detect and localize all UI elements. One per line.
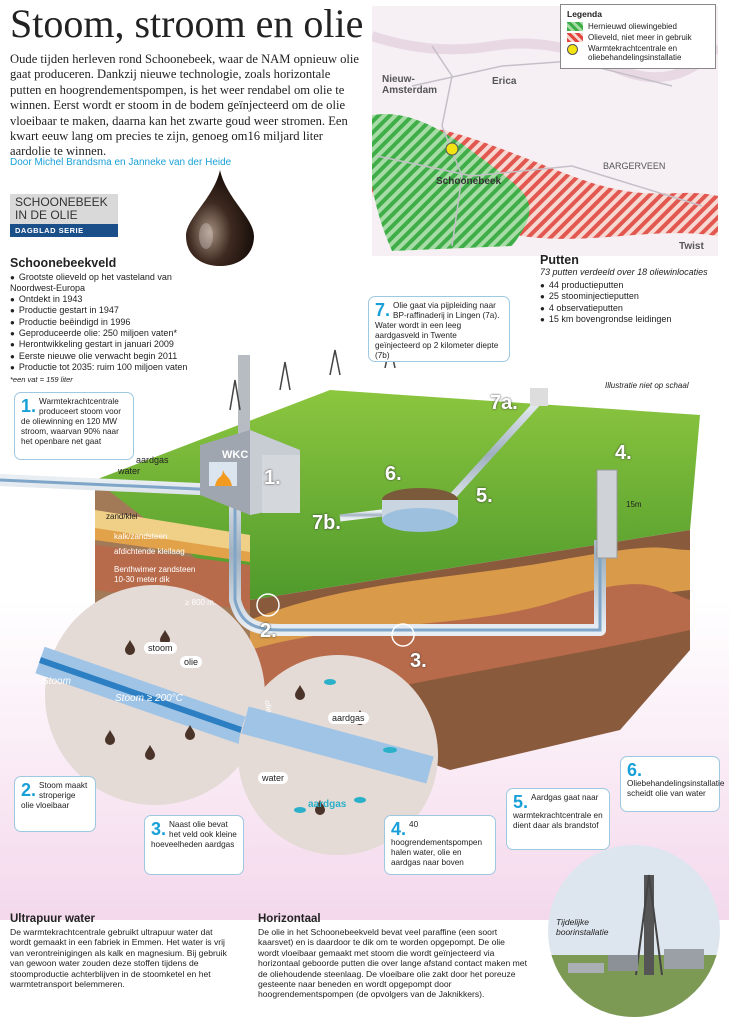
marker-2: 2. xyxy=(260,620,277,642)
page-title: Stoom, stroom en olie xyxy=(10,1,364,46)
map-legend: Legenda Hernieuwd oliewingebied Olieveld… xyxy=(560,4,716,69)
horizontaal-section: Horizontaal De olie in het Schoonebeekve… xyxy=(258,913,528,1000)
wells-title: Putten xyxy=(540,253,579,267)
label-depth: ≥ 800 m. xyxy=(185,598,217,607)
wells-item: 15 km bovengrondse leidingen xyxy=(540,314,725,325)
map-label-erica: Erica xyxy=(492,76,517,87)
marker-7a: 7a. xyxy=(490,392,518,414)
area-map xyxy=(372,6,718,256)
map-label-bargerveen: BARGERVEEN xyxy=(603,161,666,171)
callout-text: Warmtekrachtcentrale produceert stoom vo… xyxy=(21,397,121,446)
fact-item: Eerste nieuwe olie verwacht begin 2011 xyxy=(10,351,210,362)
legend-swatch-yellow xyxy=(567,44,578,55)
fact-item: Geproduceerde olie: 250 miljoen vaten* xyxy=(10,328,210,339)
ultrapuur-text: De warmtekrachtcentrale gebruikt ultrapu… xyxy=(10,927,227,990)
label-water2: water xyxy=(258,772,289,784)
legend-label: Olieveld, niet meer in gebruik xyxy=(588,33,692,42)
callout-text: Oliebehandelingsinstallatie scheidt olie… xyxy=(627,779,725,798)
legend-swatch-red xyxy=(567,33,583,42)
legend-item: Olieveld, niet meer in gebruik xyxy=(567,33,709,42)
ultrapuur-title: Ultrapuur water xyxy=(10,913,95,925)
map-label-nieuw-amsterdam: Nieuw-Amsterdam xyxy=(382,74,438,96)
field-title: Schoonebeekveld xyxy=(10,256,117,270)
callout-2: 2. Stoom maakt stroperige olie vloeibaar xyxy=(14,776,96,832)
fact-item: Grootste olieveld op het vasteland van N… xyxy=(10,272,210,294)
callout-num: 2. xyxy=(21,780,37,800)
horizontaal-title: Horizontaal xyxy=(258,913,321,925)
fact-item: Productie tot 2035: ruim 100 miljoen vat… xyxy=(10,362,210,373)
label-stoom-pipe: Stoom ≥ 200°C xyxy=(115,693,183,704)
wells-item: 44 productieputten xyxy=(540,280,725,291)
marker-7b: 7b. xyxy=(312,512,341,534)
field-note: *een vat = 159 liter xyxy=(10,374,73,384)
callout-text: Naast olie bevat het veld ook kleine hoe… xyxy=(151,820,237,849)
callout-num: 4. xyxy=(391,819,407,839)
callout-num: 7. xyxy=(375,300,391,320)
oil-drop-icon xyxy=(186,170,254,266)
wells-item: 25 stoominjectieputten xyxy=(540,291,725,302)
fact-item: Ontdekt in 1943 xyxy=(10,294,210,305)
wells-item: 4 observatieputten xyxy=(540,303,725,314)
ultrapuur-section: Ultrapuur water De warmtekrachtcentrale … xyxy=(10,913,230,989)
label-zand: zand/klei xyxy=(106,512,138,521)
marker-5: 5. xyxy=(476,485,493,507)
cross-section-diagram xyxy=(0,344,729,920)
callout-num: 6. xyxy=(627,760,643,780)
label-aardgas: aardgas xyxy=(136,455,169,465)
legend-label: Hernieuwd oliewingebied xyxy=(588,22,677,31)
series-badge: SCHOONEBEEK IN DE OLIE DAGBLAD SERIE xyxy=(10,194,118,237)
series-title: SCHOONEBEEK IN DE OLIE xyxy=(10,194,118,224)
label-klei: afdichtende kleilaag xyxy=(114,547,185,556)
legend-item: Hernieuwd oliewingebied xyxy=(567,22,709,31)
horizontaal-text: De olie in het Schoonebeekveld bevat vee… xyxy=(258,927,527,1000)
label-stoom-bubble: stoom xyxy=(144,642,177,654)
callout-7: 7. Olie gaat via pijpleiding naar BP-raf… xyxy=(368,296,510,362)
fact-item: Productie gestart in 1947 xyxy=(10,305,210,316)
scale-note: Illustratie niet op schaal xyxy=(605,381,689,390)
callout-4: 4. 40 hoogrendementspompen halen water, … xyxy=(384,815,496,875)
label-wkc: WKC xyxy=(222,449,249,461)
fact-item: Productie beëindigd in 1996 xyxy=(10,317,210,328)
map-label-schoonebeek: Schoonebeek xyxy=(436,176,502,187)
legend-label: Warmtekrachtcentrale en oliebehandelings… xyxy=(588,44,682,62)
callout-num: 1. xyxy=(21,396,37,416)
legend-item: Warmtekrachtcentrale en oliebehandelings… xyxy=(567,44,709,62)
callout-text: 40 hoogrendementspompen halen water, oli… xyxy=(391,820,483,867)
label-kalk: kalk/zandsteen xyxy=(114,532,168,541)
label-water: water xyxy=(118,466,141,476)
legend-title: Legenda xyxy=(567,9,602,19)
label-height: 15m xyxy=(626,500,642,509)
callout-num: 3. xyxy=(151,819,167,839)
label-olie2: olie xyxy=(262,699,274,714)
callout-3: 3. Naast olie bevat het veld ook kleine … xyxy=(144,815,244,875)
callout-text: Aardgas gaat naar warmtekrachtcentrale e… xyxy=(513,793,603,830)
callout-num: 5. xyxy=(513,792,529,812)
marker-4: 4. xyxy=(615,442,632,464)
callout-6: 6. Oliebehandelingsinstallatie scheidt o… xyxy=(620,756,724,812)
intro-text: Oude tijden herleven rond Schoonebeek, w… xyxy=(10,52,360,159)
wells-info: Putten 73 putten verdeeld over 18 oliewi… xyxy=(540,253,725,326)
legend-swatch-green xyxy=(567,22,583,31)
byline: Door Michel Brandsma en Janneke van der … xyxy=(10,157,232,168)
photo-caption: Tijdelijke boorinstallatie xyxy=(556,917,609,937)
marker-3: 3. xyxy=(410,650,427,672)
label-aardgas2: aardgas xyxy=(328,712,369,724)
field-facts: Schoonebeekveld Grootste olieveld op het… xyxy=(10,256,210,384)
label-aardgas3: aardgas xyxy=(308,799,347,810)
callout-5: 5. Aardgas gaat naar warmtekrachtcentral… xyxy=(506,788,610,850)
fact-item: Herontwikkeling gestart in januari 2009 xyxy=(10,339,210,350)
label-stoom-arrow: Stoom xyxy=(42,676,71,687)
wells-subtitle: 73 putten verdeeld over 18 oliewinlocati… xyxy=(540,267,708,277)
label-bentheimer: Benthwimer zandsteen 10-30 meter dik xyxy=(114,565,196,584)
marker-1: 1. xyxy=(264,467,281,489)
label-olie-bubble: olie xyxy=(180,656,203,668)
series-subtitle: DAGBLAD SERIE xyxy=(10,224,118,237)
callout-1: 1. Warmtekrachtcentrale produceert stoom… xyxy=(14,392,134,460)
map-label-twist: Twist xyxy=(679,241,704,252)
callout-text: Olie gaat via pijpleiding naar BP-raffin… xyxy=(375,301,500,360)
callout-text: Stoom maakt stroperige olie vloeibaar xyxy=(21,781,88,810)
marker-6: 6. xyxy=(385,463,402,485)
